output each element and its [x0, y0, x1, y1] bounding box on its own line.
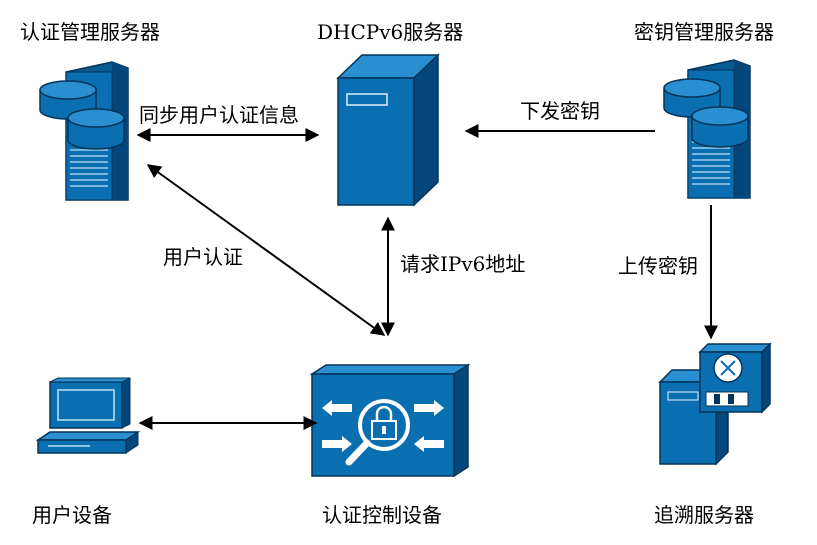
auth-server-icon — [39, 61, 129, 201]
user-device-label: 用户设备 — [32, 503, 112, 527]
sync-label: 同步用户认证信息 — [139, 103, 299, 127]
key-server-icon — [663, 59, 751, 199]
auth-control-device-icon — [309, 363, 471, 478]
dhcp-server-label: DHCPv6服务器 — [317, 20, 464, 44]
auth-server-label: 认证管理服务器 — [20, 20, 160, 44]
key-server-label: 密钥管理服务器 — [634, 20, 774, 44]
request-ipv6-label: 请求IPv6地址 — [400, 252, 526, 276]
upload-key-label: 上传密钥 — [618, 254, 698, 278]
user-auth-label: 用户认证 — [163, 245, 243, 269]
auth-control-label: 认证控制设备 — [322, 503, 442, 527]
trace-server-icon — [658, 342, 772, 466]
trace-server-label: 追溯服务器 — [654, 503, 754, 527]
issue-key-label: 下发密钥 — [520, 99, 600, 123]
dhcp-server-icon — [336, 53, 440, 207]
user-device-icon — [35, 377, 141, 454]
user-auth-arrow — [146, 164, 386, 336]
